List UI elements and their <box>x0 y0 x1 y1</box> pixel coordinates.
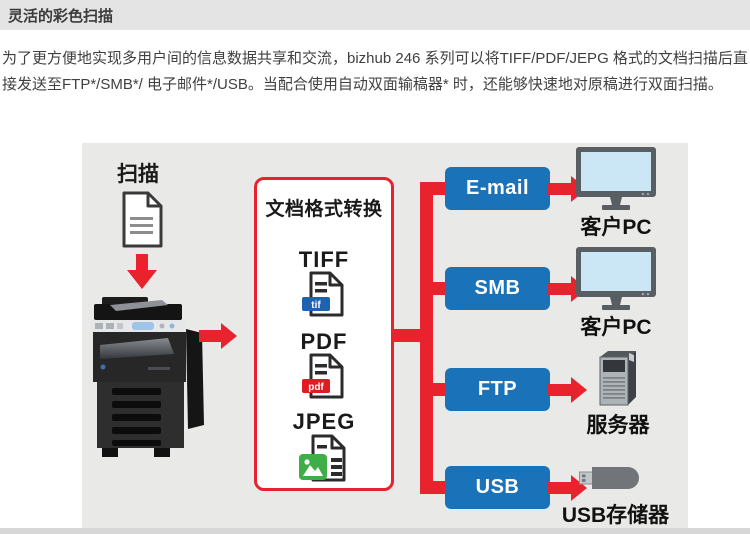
monitor-icon <box>576 247 656 310</box>
dest-label-client-pc-2: 客户PC <box>580 316 652 339</box>
smb-button: SMB <box>445 267 550 310</box>
usb-drive-icon <box>579 467 639 489</box>
format-label-pdf: PDF <box>300 329 348 354</box>
connector-branch-ftp <box>420 383 447 396</box>
usb-button: USB <box>445 466 550 509</box>
arrow-right-icon <box>547 475 587 501</box>
jpeg-file-icon <box>299 434 346 482</box>
pdf-badge-text: pdf <box>308 382 324 393</box>
tif-badge-text: tif <box>311 300 321 311</box>
arrow-down-icon <box>127 254 157 289</box>
format-converter-box: 文档格式转换 TIFF tif PDF pdf JPEG <box>254 177 394 491</box>
arrow-right-icon <box>199 323 237 349</box>
arrow-right-icon <box>547 377 587 403</box>
dest-label-client-pc-1: 客户PC <box>580 216 652 239</box>
section-title: 灵活的彩色扫描 <box>8 7 114 25</box>
printer-image <box>91 297 204 457</box>
connector-branch-email <box>420 182 447 195</box>
dest-label-usb-storage: USB存储器 <box>561 504 670 527</box>
monitor-icon <box>576 147 656 210</box>
connector-branch-smb <box>420 282 447 295</box>
ftp-button: FTP <box>445 368 550 411</box>
bottom-divider <box>0 528 750 534</box>
format-label-jpeg: JPEG <box>292 409 356 434</box>
dest-label-server: 服务器 <box>586 414 650 437</box>
server-icon <box>599 351 636 406</box>
email-button: E-mail <box>445 167 550 210</box>
scan-label: 扫描 <box>117 163 159 186</box>
converter-title: 文档格式转换 <box>265 199 383 220</box>
document-icon <box>122 191 163 248</box>
pdf-file-icon: pdf <box>302 353 344 399</box>
section-header: 灵活的彩色扫描 <box>0 0 750 30</box>
connector-branch-usb <box>420 481 447 494</box>
format-label-tiff: TIFF <box>298 247 350 272</box>
intro-paragraph: 为了更方便地实现多用户间的信息数据共享和交流，bizhub 246 系列可以将T… <box>2 50 748 93</box>
connector-trunk-line <box>420 182 433 494</box>
tiff-file-icon: tif <box>302 271 344 317</box>
